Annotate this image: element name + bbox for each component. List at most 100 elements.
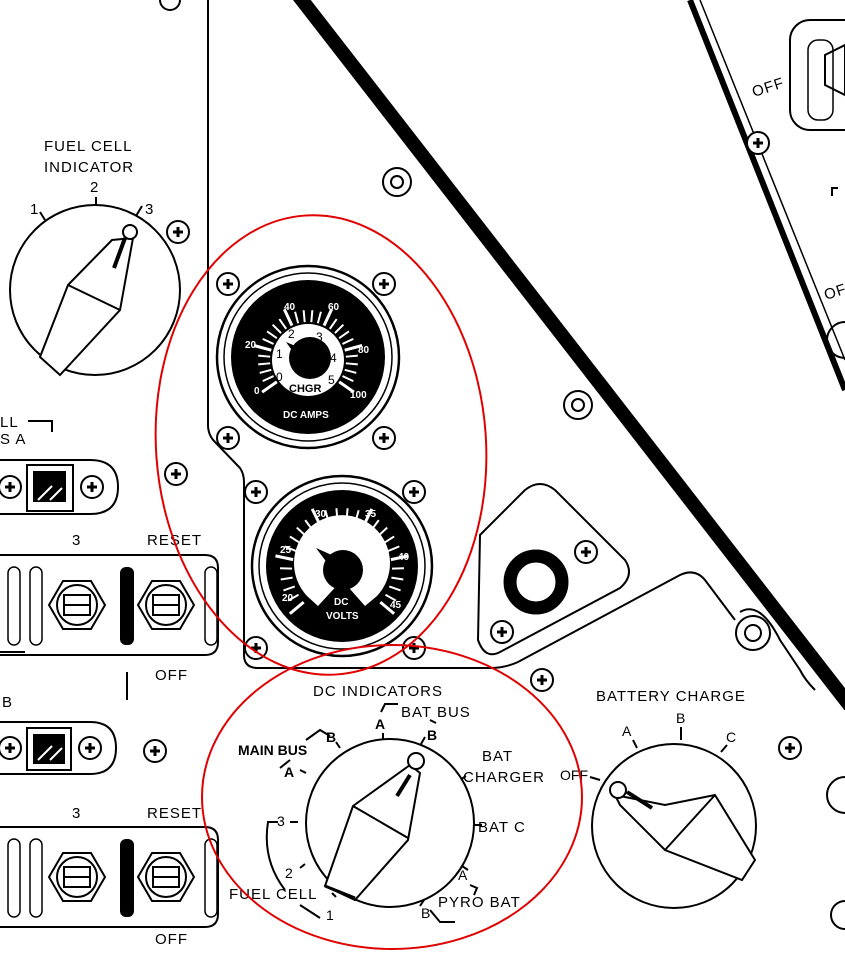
top-right-panel: OFF OF [750, 19, 845, 930]
amps-outer-80: 80 [358, 345, 370, 356]
fc-3: 3 [277, 813, 285, 829]
gauge-tick [283, 585, 296, 592]
amps-outer-20: 20 [245, 340, 257, 351]
screw-icon [402, 480, 426, 504]
fuel-cell-pos-3: 3 [145, 201, 154, 218]
gauge-tick [287, 593, 300, 602]
gauge-tick [334, 323, 345, 334]
gauge-tick [379, 600, 396, 615]
amps-inner-0: 0 [276, 370, 283, 384]
volts-25: 25 [280, 545, 292, 556]
row-b-label: B [2, 694, 13, 711]
screw-icon [530, 668, 554, 692]
off-label-top-right-2: OF [822, 281, 845, 304]
amps-inner-2: 2 [288, 327, 295, 341]
fuel-cell-title-1: FUEL CELL [44, 138, 132, 155]
screw-icon [778, 736, 802, 760]
gauge-tick [338, 380, 355, 394]
gauge-tick [266, 330, 278, 340]
screw-icon [143, 739, 167, 763]
gauge-tick [345, 354, 358, 358]
fuel-cell-indicator: FUEL CELL INDICATOR 1 2 3 [9, 138, 181, 377]
dc-indicators-title: DC INDICATORS [313, 683, 443, 700]
gauge-tick [391, 576, 404, 581]
battery-charge-b: B [676, 710, 685, 726]
amps-outer-100: 100 [350, 390, 367, 401]
gauge-tick [284, 545, 297, 552]
gauge-tick [289, 535, 301, 544]
main-bus-a: A [284, 764, 294, 780]
dc-indicators-selector: DC INDICATORS MAIN BUS A B BAT BUS A B B… [229, 683, 545, 923]
reset-label: RESET [147, 805, 202, 822]
gauge-tick [388, 585, 401, 592]
gauge-tick [387, 545, 400, 552]
off-label: OFF [155, 667, 188, 684]
amps-inner-4: 4 [330, 351, 337, 365]
off-label: OFF [155, 931, 188, 948]
screw-icon [0, 475, 22, 499]
breaker-col-label: 3 [72, 805, 81, 822]
partial-label-2: S A [0, 431, 26, 448]
gauge-tick [278, 318, 288, 330]
screw-icon [372, 426, 396, 450]
screw-icon [164, 462, 188, 486]
gauge-tick [262, 337, 274, 345]
circuit-breakers [0, 554, 219, 928]
gauge-tick [261, 380, 278, 394]
battery-charge-off: OFF [560, 767, 588, 783]
annotation-ellipse-gauges [154, 214, 488, 676]
main-bus-b: B [326, 729, 336, 745]
bat-c-label: BAT C [478, 819, 526, 836]
lower-right-panel-edge [739, 608, 816, 691]
fc-1: 1 [326, 907, 334, 923]
gauge-tick [384, 593, 397, 602]
gauge-tick [342, 337, 354, 345]
gauge-tick [271, 323, 282, 334]
main-bus-label: MAIN BUS [238, 742, 307, 758]
breaker-col-label: 3 [72, 532, 81, 549]
bat-bus-a: A [375, 716, 385, 732]
screw-icon [216, 272, 240, 296]
gauge-tick [383, 535, 395, 544]
fuel-cell-label: FUEL CELL [229, 886, 317, 903]
partial-label-1: LL [0, 414, 19, 431]
gauge-tick [280, 576, 293, 581]
gauge-tick [282, 308, 294, 327]
gauge-tick [302, 310, 306, 323]
gauge-tick [262, 375, 274, 383]
volts-title-1: DC [334, 597, 348, 608]
amps-inner-label: CHGR [289, 383, 321, 395]
bat-charger-2: CHARGER [463, 769, 545, 786]
screw-icon [372, 272, 396, 296]
gauge-tick [345, 362, 358, 366]
gauge-tick [275, 554, 294, 562]
bat-bus-label: BAT BUS [401, 704, 471, 721]
screw-icon [166, 220, 190, 244]
circuit-breaker-button[interactable] [136, 580, 196, 630]
gauge-tick [259, 368, 272, 374]
volts-20: 20 [282, 593, 294, 604]
circuit-breaker-button[interactable] [47, 852, 107, 902]
circuit-breaker-button[interactable] [47, 580, 107, 630]
left-module: LL S A B [0, 414, 128, 775]
bat-bus-b: B [427, 727, 437, 743]
battery-charge-selector: BATTERY CHARGE OFF A B C [560, 688, 757, 909]
amps-inner-3: 3 [316, 330, 323, 344]
gauge-tick [328, 318, 338, 330]
gauge-tick [322, 308, 334, 327]
screw-icon [402, 636, 426, 660]
flag-indicator-a [26, 464, 74, 512]
dc-amps-gauge: 0 20 40 60 80 100 0 1 2 3 4 5 CHGR DC AM… [215, 264, 401, 450]
main-panel-outline [207, 0, 736, 669]
screws [0, 131, 802, 763]
diagonal-frame-right [687, 0, 845, 392]
screw-icon [78, 736, 102, 760]
dc-volts-gauge: 20 25 30 35 40 45 DC VOLTS [250, 474, 434, 658]
volts-needle [316, 548, 334, 564]
fuel-cell-pos-1: 1 [30, 201, 39, 218]
flag-indicator-b [26, 727, 72, 771]
bat-charger-1: BAT [482, 748, 513, 765]
amps-needle [286, 342, 300, 356]
circuit-breaker-button[interactable] [136, 852, 196, 902]
gauge-tick [316, 311, 322, 324]
